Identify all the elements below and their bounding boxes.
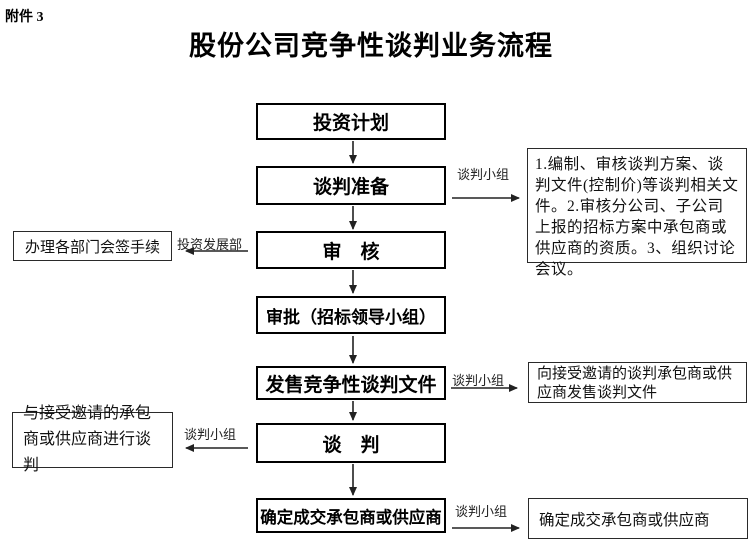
flow-step-review: 审 核 <box>256 231 446 269</box>
connector-label-negotiation-team-4: 谈判小组 <box>455 504 508 519</box>
flow-step-confirm-contractor: 确定成交承包商或供应商 <box>256 498 446 533</box>
note-negotiate-with-invitees: 与接受邀请的承包商或供应商进行谈判 <box>12 405 173 474</box>
flow-step-investment-plan: 投资计划 <box>256 103 446 140</box>
connector-label-investment-dept: 投资发展部 <box>177 237 243 252</box>
flow-step-negotiation: 谈 判 <box>256 423 446 463</box>
flow-step-issue-documents: 发售竞争性谈判文件 <box>256 366 446 400</box>
attachment-label: 附件 3 <box>5 10 44 25</box>
flow-step-negotiation-prep: 谈判准备 <box>256 166 446 205</box>
connector-label-negotiation-team-1: 谈判小组 <box>457 167 510 182</box>
flow-step-approval: 审批（招标领导小组） <box>256 296 446 334</box>
note-issue-to-invitees: 向接受邀请的谈判承包商或供应商发售谈判文件 <box>528 362 747 403</box>
connector-label-negotiation-team-3: 谈判小组 <box>184 427 237 442</box>
page-title: 股份公司竞争性谈判业务流程 <box>189 31 553 61</box>
note-prep-team-duties: 1.编制、审核谈判方案、谈判文件(控制价)等谈判相关文件。2.审核分公司、子公司… <box>527 148 747 278</box>
note-countersign-procedures: 办理各部门会签手续 <box>13 231 172 261</box>
connector-label-negotiation-team-2: 谈判小组 <box>452 373 505 388</box>
note-confirm-contractor: 确定成交承包商或供应商 <box>528 498 748 539</box>
